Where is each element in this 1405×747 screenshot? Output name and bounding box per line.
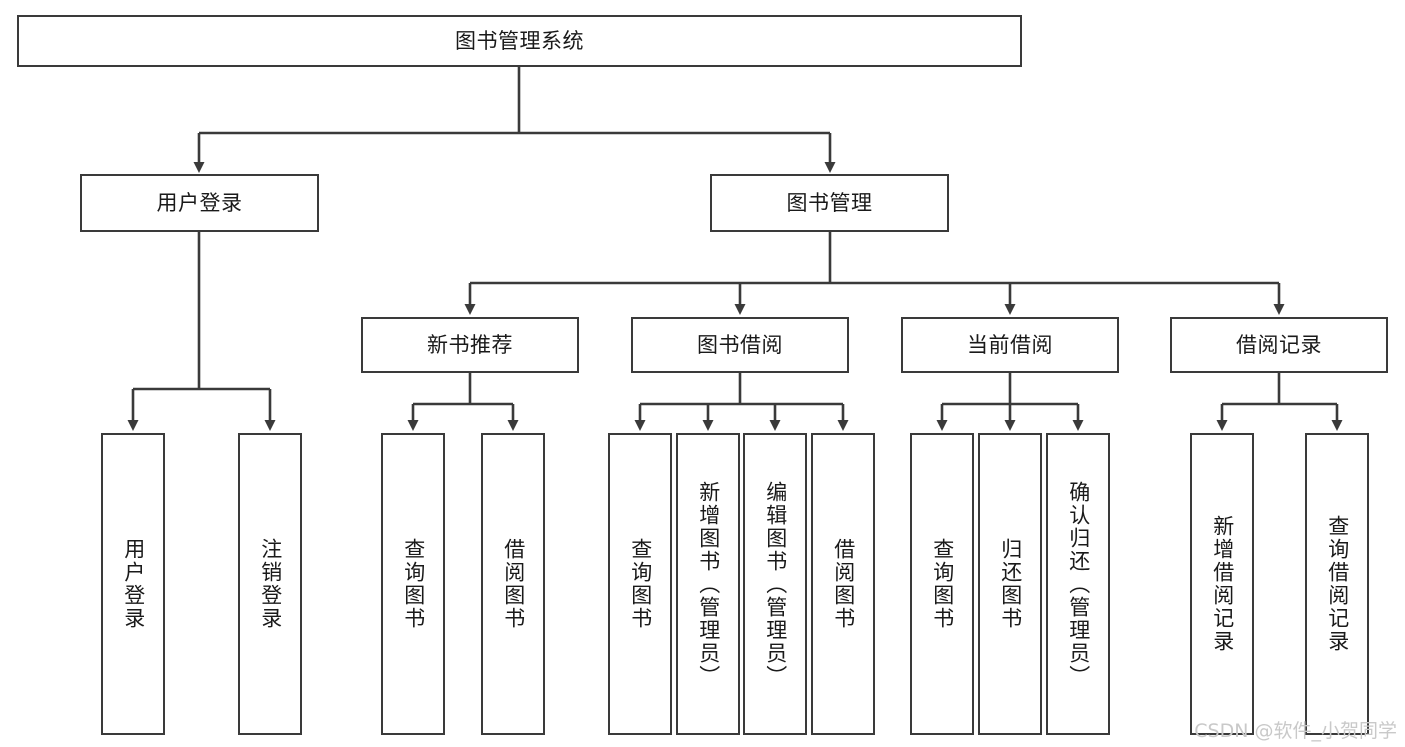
node-label: 用户登录	[156, 190, 243, 215]
node-label: 归还图书	[998, 538, 1023, 630]
node-label: 图书管理系统	[455, 28, 584, 53]
node-label: 用户登录	[121, 538, 146, 630]
leaf-logout[interactable]: 注销登录	[238, 433, 302, 735]
node-label: 图书管理	[786, 190, 873, 215]
leaf-return-book[interactable]: 归还图书	[978, 433, 1042, 735]
node-new-book-rec[interactable]: 新书推荐	[361, 317, 579, 373]
leaf-query-book-1[interactable]: 查询图书	[381, 433, 445, 735]
node-label: 借阅图书	[501, 538, 526, 630]
node-label: 新增图书（管理员）	[696, 480, 721, 688]
node-label: 新书推荐	[427, 332, 513, 357]
leaf-query-book-3[interactable]: 查询图书	[910, 433, 974, 735]
leaf-add-book[interactable]: 新增图书（管理员）	[676, 433, 740, 735]
watermark-text: CSDN @软件_小贺同学	[1194, 720, 1397, 742]
leaf-borrow-book-1[interactable]: 借阅图书	[481, 433, 545, 735]
node-root-system[interactable]: 图书管理系统	[17, 15, 1022, 67]
node-label: 查询图书	[930, 538, 955, 630]
leaf-query-book-2[interactable]: 查询图书	[608, 433, 672, 735]
leaf-edit-book[interactable]: 编辑图书（管理员）	[743, 433, 807, 735]
leaf-add-record[interactable]: 新增借阅记录	[1190, 433, 1254, 735]
node-label: 编辑图书（管理员）	[763, 480, 788, 688]
leaf-confirm-return[interactable]: 确认归还（管理员）	[1046, 433, 1110, 735]
node-label: 新增借阅记录	[1210, 515, 1235, 653]
node-label: 图书借阅	[697, 332, 783, 357]
node-borrow-record[interactable]: 借阅记录	[1170, 317, 1388, 373]
leaf-user-login[interactable]: 用户登录	[101, 433, 165, 735]
node-current-borrow[interactable]: 当前借阅	[901, 317, 1119, 373]
node-book-borrow[interactable]: 图书借阅	[631, 317, 849, 373]
node-label: 查询图书	[628, 538, 653, 630]
node-label: 注销登录	[258, 538, 283, 630]
leaf-borrow-book-2[interactable]: 借阅图书	[811, 433, 875, 735]
node-label: 查询借阅记录	[1325, 515, 1350, 653]
node-label: 借阅记录	[1236, 332, 1322, 357]
node-label: 借阅图书	[831, 538, 856, 630]
node-label: 确认归还（管理员）	[1066, 480, 1091, 688]
node-label: 当前借阅	[967, 332, 1053, 357]
node-label: 查询图书	[401, 538, 426, 630]
leaf-query-record[interactable]: 查询借阅记录	[1305, 433, 1369, 735]
node-user-login[interactable]: 用户登录	[80, 174, 319, 232]
node-book-manage[interactable]: 图书管理	[710, 174, 949, 232]
